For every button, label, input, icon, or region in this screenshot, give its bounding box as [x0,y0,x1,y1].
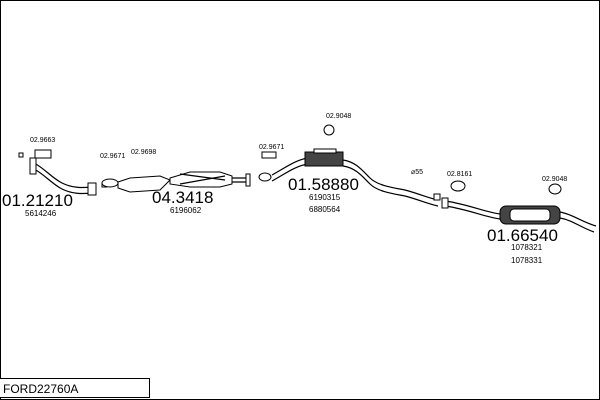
flange-icon [29,157,37,175]
clamp-icon [441,197,449,209]
diagram-title: FORD22760A [0,378,150,398]
gasket-icon [101,178,119,188]
assembly-number: 01.66540 [487,226,558,245]
centre-silencer [258,124,439,207]
fitting-label: 02.9698 [131,149,156,156]
clamp-icon [433,193,441,201]
gasket-icon [258,172,272,182]
reference-number: 1078331 [511,256,543,265]
assembly-number: 04.3418 [152,188,213,207]
rubber-mount-icon [548,183,562,195]
rubber-mount-icon [450,180,466,192]
reference-number: 6196062 [170,206,202,215]
fitting-label: 02.8161 [447,171,472,178]
fitting-label: 02.9663 [30,137,55,144]
rubber-mount-icon [323,124,335,136]
flange-icon [245,173,251,187]
pipe-size-label: ⌀55 [411,169,423,176]
fitting-label: 02.9671 [100,153,125,160]
heat-shield-icon [117,175,171,193]
reference-number: 1078321 [511,243,543,252]
silencer-shell-icon [509,208,551,222]
flange-icon [87,182,97,196]
reference-number: 6880564 [309,205,341,214]
bolt-icon [18,152,24,158]
front-pipe [18,149,108,196]
fitting-label: 02.9048 [542,176,567,183]
assembly-number: 01.58880 [288,175,359,194]
rear-silencer [433,180,597,233]
reference-number: 6190315 [309,193,341,202]
catalytic-converter [101,171,251,193]
silencer-top-icon [313,148,337,154]
gasket-icon [34,149,52,159]
reference-number: 5614246 [25,209,57,218]
fitting-label: 02.9671 [259,144,284,151]
assembly-number: 01.21210 [2,191,73,210]
hanger-icon [261,151,277,159]
fitting-label: 02.9048 [326,113,351,120]
silencer-box-icon [304,151,344,167]
